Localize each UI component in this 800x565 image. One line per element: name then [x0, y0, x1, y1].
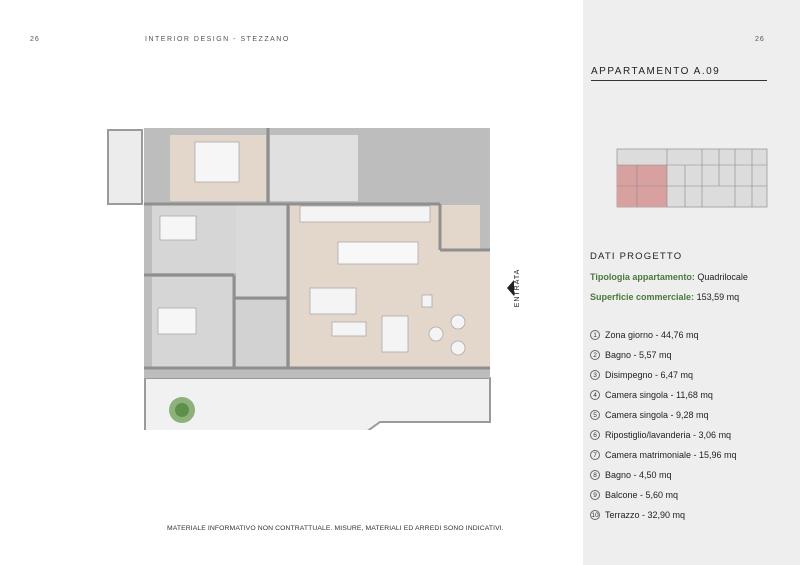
legend-number: 7 — [590, 450, 600, 460]
legend-text: Bagno - 5,57 mq — [605, 350, 672, 360]
tipologia-value: Quadrilocale — [697, 272, 748, 282]
legend-text: Terrazzo - 32,90 mq — [605, 510, 686, 520]
chair — [450, 340, 466, 356]
legend-text: Zona giorno - 44,76 mq — [605, 330, 699, 340]
floor-plan — [107, 128, 491, 430]
entrance-arrow — [507, 280, 514, 296]
entrance-label: ENTRATA — [514, 269, 521, 308]
legend-number: 9 — [590, 490, 600, 500]
chair — [450, 314, 466, 330]
page-number-right: 26 — [755, 36, 765, 43]
legend-item: 1 Zona giorno - 44,76 mq — [590, 325, 737, 345]
legend-item: 9 Balcone - 5,60 mq — [590, 485, 737, 505]
legend-item: 2 Bagno - 5,57 mq — [590, 345, 737, 365]
stool — [421, 294, 433, 308]
left-page: 26 INTERIOR DESIGN - STEZZANO — [30, 36, 521, 532]
kitchen-counter — [299, 205, 431, 223]
legend-number: 6 — [590, 430, 600, 440]
legend-item: 7 Camera matrimoniale - 15,96 mq — [590, 445, 737, 465]
legend-text: Camera singola - 11,68 mq — [605, 390, 713, 400]
sofa — [309, 287, 357, 315]
page-number-left: 26 — [30, 36, 40, 43]
right-panel: 26 APPARTAMENTO A.09 DATI PROGETTO Tipol… — [583, 0, 800, 565]
terrazzo-area — [144, 377, 491, 430]
legend-text: Camera matrimoniale - 15,96 mq — [605, 450, 737, 460]
kitchen-island — [337, 241, 419, 265]
legend-text: Disimpegno - 6,47 mq — [605, 370, 694, 380]
bagno-2 — [236, 300, 286, 367]
disimpegno — [236, 205, 286, 298]
header-title: INTERIOR DESIGN - STEZZANO — [145, 36, 290, 43]
legend-item: 5 Camera singola - 9,28 mq — [590, 405, 737, 425]
apartment-title: APPARTAMENTO A.09 — [591, 66, 721, 77]
single-bed-5 — [157, 307, 197, 335]
legend-number: 2 — [590, 350, 600, 360]
legend-text: Ripostiglio/lavanderia - 3,06 mq — [605, 430, 732, 440]
legend-item: 10 Terrazzo - 32,90 mq — [590, 505, 737, 525]
dining-table — [381, 315, 409, 353]
legend-item: 8 Bagno - 4,50 mq — [590, 465, 737, 485]
legend-item: 6 Ripostiglio/lavanderia - 3,06 mq — [590, 425, 737, 445]
legend-number: 1 — [590, 330, 600, 340]
chair — [428, 326, 444, 342]
double-bed — [194, 141, 240, 183]
superficie-line: Superficie commerciale: 153,59 mq — [590, 292, 739, 302]
title-divider — [591, 80, 767, 81]
legend-number: 5 — [590, 410, 600, 420]
room-legend: 1 Zona giorno - 44,76 mq 2 Bagno - 5,57 mq… — [590, 325, 737, 525]
legend-text: Balcone - 5,60 mq — [605, 490, 679, 500]
legend-number: 8 — [590, 470, 600, 480]
plant — [175, 403, 189, 417]
legend-item: 3 Disimpegno - 6,47 mq — [590, 365, 737, 385]
superficie-label: Superficie commerciale: — [590, 292, 695, 302]
entrance-marker: ENTRATA — [507, 269, 521, 308]
balcone-area — [107, 129, 143, 205]
tipologia-label: Tipologia appartamento: — [590, 272, 695, 282]
key-plan — [616, 148, 768, 208]
dati-progetto-title: DATI PROGETTO — [590, 251, 683, 262]
bagno-8 — [270, 135, 358, 201]
single-bed-4 — [159, 215, 197, 241]
disclaimer: MATERIALE INFORMATIVO NON CONTRATTUALE. … — [167, 525, 504, 532]
legend-number: 4 — [590, 390, 600, 400]
superficie-value: 153,59 mq — [696, 292, 740, 302]
legend-item: 4 Camera singola - 11,68 mq — [590, 385, 737, 405]
coffee-table — [331, 321, 367, 337]
tipologia-line: Tipologia appartamento: Quadrilocale — [590, 272, 748, 282]
legend-text: Camera singola - 9,28 mq — [605, 410, 709, 420]
legend-number: 3 — [590, 370, 600, 380]
legend-number: 10 — [590, 510, 600, 520]
legend-text: Bagno - 4,50 mq — [605, 470, 672, 480]
